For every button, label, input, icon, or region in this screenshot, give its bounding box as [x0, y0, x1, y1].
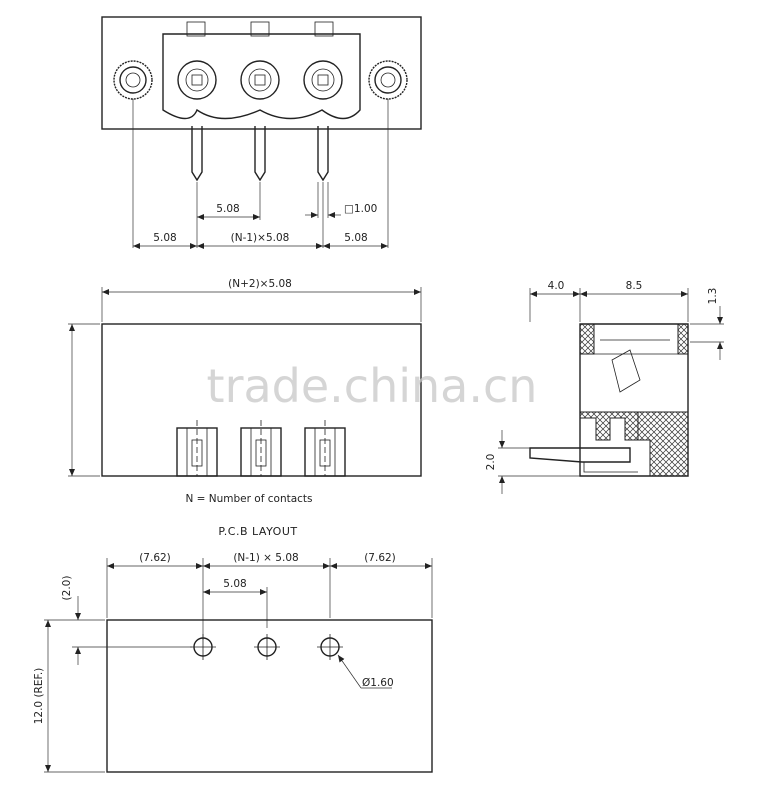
side-dim-a: 4.0 — [548, 280, 565, 292]
top-dim-middle: (N-1)×5.08 — [231, 232, 290, 244]
contact-opening-1 — [176, 420, 218, 477]
top-dim-pin-size: □1.00 — [344, 203, 377, 215]
pcb-dim-height: 12.0 (REF.) — [33, 668, 45, 725]
top-view: 5.08 □1.00 5.08 (N-1)×5.08 5.08 — [101, 16, 422, 249]
side-dim-b: 8.5 — [626, 280, 643, 292]
front-dim-overall: (N+2)×5.08 — [228, 278, 292, 290]
top-dim-left: 5.08 — [153, 232, 176, 244]
top-dim-right: 5.08 — [344, 232, 367, 244]
contact-opening-2 — [240, 420, 282, 477]
side-view: 4.0 8.5 1.3 2.0 — [485, 280, 724, 494]
watermark: trade.china.cn — [207, 359, 538, 413]
contact-opening-3 — [304, 420, 346, 477]
pcb-dim-pitch: 5.08 — [223, 578, 246, 590]
pcb-dim-hole: Ø1.60 — [362, 677, 394, 689]
screw-2 — [240, 60, 280, 100]
contacts-note: N = Number of contacts — [185, 493, 312, 505]
pcb-hole-1 — [190, 634, 216, 660]
pcb-layout: P.C.B LAYOUT (7.62) (N-1) × 5.08 (7.62) … — [33, 525, 433, 773]
pcb-layout-title: P.C.B LAYOUT — [218, 525, 297, 538]
flange-screw-right — [368, 60, 408, 100]
screw-3 — [303, 60, 343, 100]
screw-1 — [177, 60, 217, 100]
top-dim-pitch: 5.08 — [216, 203, 239, 215]
flange-screw-left — [113, 60, 153, 100]
front-view: (N+2)×5.08 N = Number of contacts — [68, 278, 422, 505]
side-dim-c: 1.3 — [707, 288, 719, 305]
pcb-dim-middle: (N-1) × 5.08 — [233, 552, 298, 564]
pcb-hole-2 — [254, 634, 280, 660]
pcb-dim-offset: (2.0) — [61, 576, 73, 601]
pcb-dim-right: (7.62) — [364, 552, 396, 564]
pcb-dim-left: (7.62) — [139, 552, 171, 564]
side-dim-d: 2.0 — [485, 454, 497, 471]
pcb-hole-3 — [317, 634, 343, 660]
